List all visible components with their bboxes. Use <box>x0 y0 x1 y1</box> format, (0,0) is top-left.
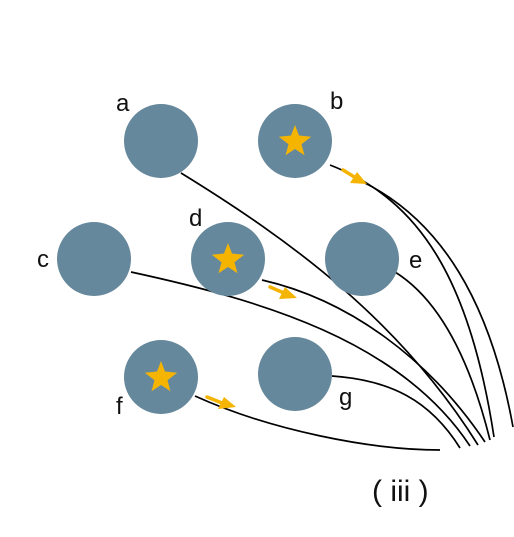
arrow-f <box>205 395 236 409</box>
star-icon <box>144 361 178 392</box>
curve-c <box>130 271 471 447</box>
node-circle <box>325 222 399 296</box>
node-a: a <box>116 90 198 178</box>
node-c: c <box>37 222 131 296</box>
node-label: d <box>189 205 202 232</box>
node-circle <box>57 222 131 296</box>
node-circle <box>124 104 198 178</box>
node-label: a <box>116 90 130 117</box>
node-e: e <box>325 222 422 296</box>
node-label: c <box>37 246 49 273</box>
node-f: f <box>116 340 198 420</box>
node-d: d <box>189 205 265 296</box>
curve-g <box>331 375 461 449</box>
node-g: g <box>258 337 352 411</box>
arrows <box>205 168 367 409</box>
node-circle <box>258 337 332 411</box>
curve-b-outer <box>362 181 514 428</box>
arrow-b <box>341 168 367 184</box>
curve-d <box>261 279 486 443</box>
curve-e <box>394 271 491 441</box>
node-label: f <box>116 393 123 420</box>
curve-b <box>329 164 495 438</box>
star-icon <box>278 125 312 156</box>
node-label: e <box>409 247 422 274</box>
diagram-caption: ( iii ) <box>372 475 429 508</box>
node-label: g <box>339 384 352 411</box>
node-label: b <box>330 88 343 115</box>
node-b: b <box>258 88 343 178</box>
arrow-d <box>268 285 297 299</box>
star-icon <box>211 243 245 274</box>
